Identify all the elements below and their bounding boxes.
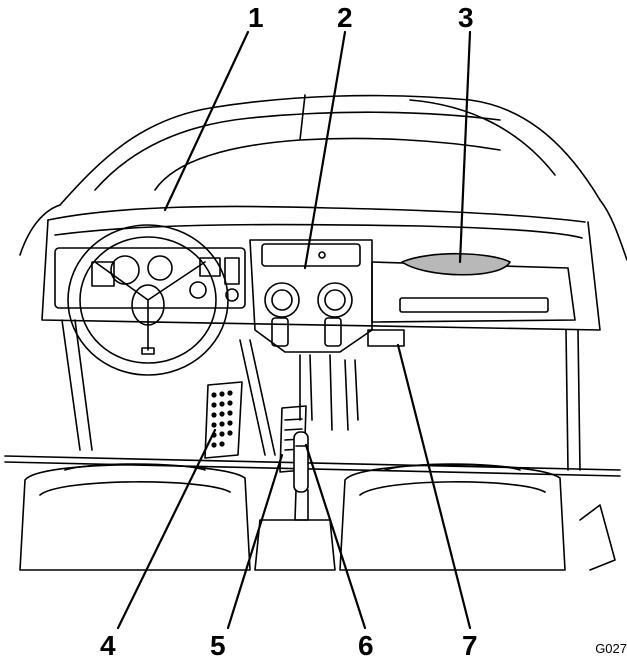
center-console-floor	[255, 520, 335, 570]
leader-line-7	[398, 345, 470, 628]
leader-line-1	[165, 32, 248, 210]
callout-5: 5	[210, 630, 226, 661]
callout-3: 3	[458, 2, 474, 33]
parking-brake-lever	[294, 432, 308, 520]
callout-1: 1	[248, 2, 264, 33]
figure-code: G027	[595, 641, 627, 656]
leader-lines	[118, 32, 470, 628]
leader-line-3	[460, 32, 470, 262]
callout-7: 7	[462, 630, 478, 661]
dashboard	[42, 206, 600, 352]
leader-line-4	[118, 430, 215, 628]
steering-column	[240, 340, 358, 455]
steering-wheel	[68, 225, 228, 375]
hood-outline	[20, 95, 627, 260]
leader-line-5	[228, 455, 282, 628]
callout-4: 4	[100, 630, 116, 661]
seat-right	[340, 464, 615, 570]
leader-line-6	[306, 445, 365, 628]
frame-posts	[5, 320, 620, 476]
brake-pedal	[205, 382, 242, 458]
leader-line-2	[305, 32, 345, 268]
callout-2: 2	[337, 2, 353, 33]
callout-6: 6	[358, 630, 374, 661]
seat-left	[20, 464, 250, 570]
